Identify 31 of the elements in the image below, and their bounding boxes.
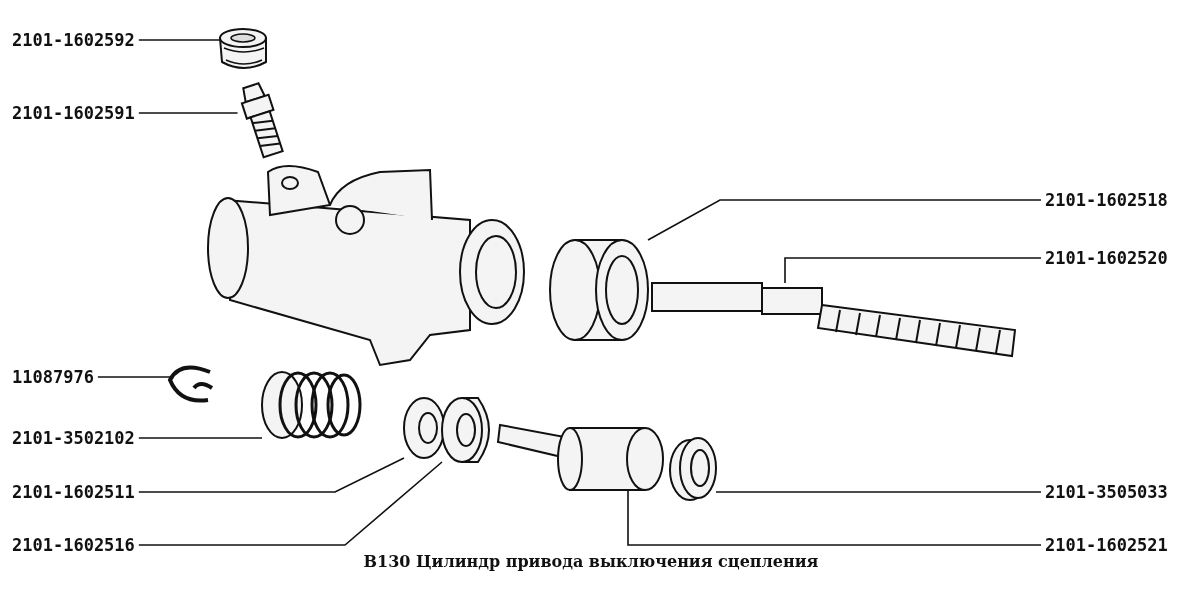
part-number: 2101-3502102 <box>12 428 135 448</box>
pushrod-drawing <box>651 282 1017 358</box>
coil-spring-drawing <box>261 371 362 439</box>
leader-line <box>715 491 1042 493</box>
part-number: 2101-1602592 <box>12 30 135 50</box>
leader-line <box>627 489 1042 546</box>
seal-cup-drawing <box>441 397 490 463</box>
part-number: 2101-3505033 <box>1045 482 1168 502</box>
bleeder-valve-drawing <box>240 82 284 159</box>
part-number: 2101-1602591 <box>12 103 135 123</box>
cap-drawing <box>219 28 267 69</box>
leader-line <box>647 199 1042 241</box>
part-number: 2101-1602521 <box>1045 535 1168 555</box>
leader-line <box>138 461 443 546</box>
sealing-ring-drawing <box>669 437 717 501</box>
leader-line <box>138 457 405 493</box>
washer-drawing <box>403 397 445 459</box>
part-number: 2101-1602520 <box>1045 248 1168 268</box>
figure-caption: В130 Цилиндр привода выключения сцепления <box>362 552 820 571</box>
leader-line <box>784 257 1042 284</box>
clip-drawing <box>168 365 214 403</box>
part-number: 2101-1602518 <box>1045 190 1168 210</box>
part-number: 2101-1602511 <box>12 482 135 502</box>
leader-line <box>138 112 239 114</box>
rubber-boot-drawing <box>549 239 649 341</box>
leader-line <box>138 39 221 41</box>
part-number: 2101-1602516 <box>12 535 135 555</box>
part-number: 11087976 <box>12 367 94 387</box>
piston-drawing <box>496 423 664 491</box>
leader-line <box>97 376 171 378</box>
leader-line <box>138 437 263 439</box>
